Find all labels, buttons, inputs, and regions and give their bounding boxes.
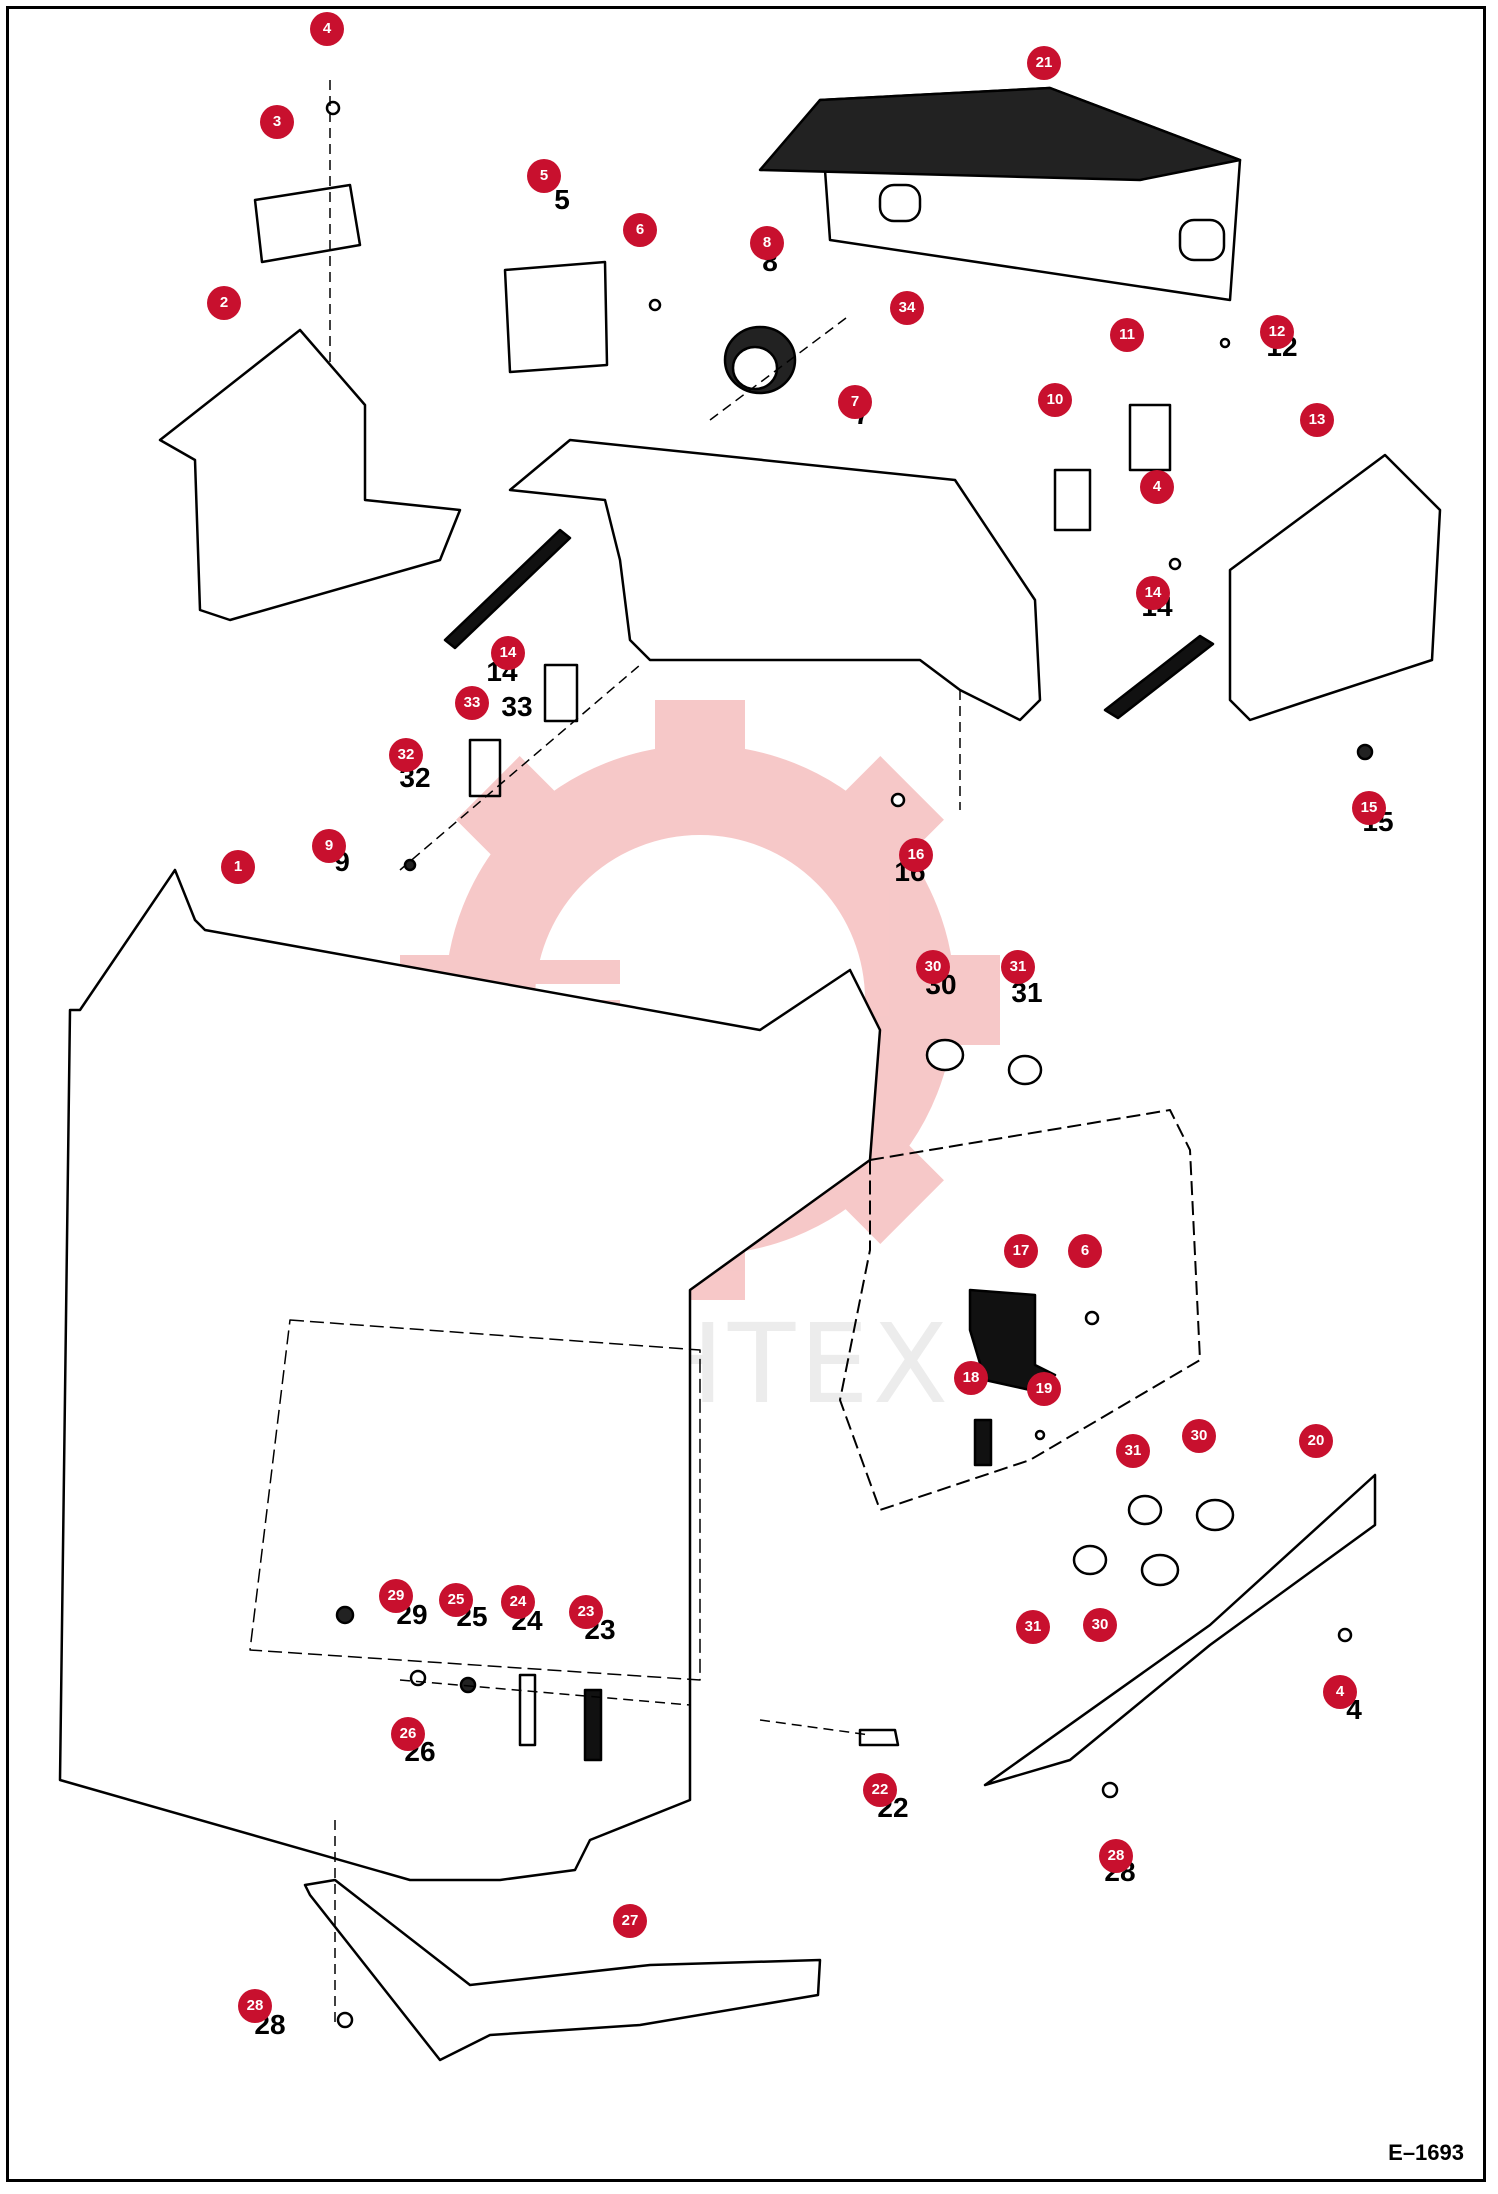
callout-32: 32 [389, 738, 423, 772]
part-5-cover [503, 260, 609, 374]
callout-30: 30 [1083, 1608, 1117, 1642]
callout-31: 31 [1116, 1434, 1150, 1468]
part-20-rail [983, 1473, 1377, 1787]
part-32-clip [468, 738, 502, 798]
part-26-nut [409, 1669, 427, 1687]
callout-14: 14 [1136, 576, 1170, 610]
callout-7: 7 [838, 385, 872, 419]
callout-26: 26 [391, 1717, 425, 1751]
callout-6: 6 [623, 213, 657, 247]
callout-30: 30 [916, 950, 950, 984]
callout-19: 19 [1027, 1372, 1061, 1406]
part-24-plate [518, 1673, 537, 1747]
callout-27: 27 [613, 1904, 647, 1938]
callout-29: 29 [379, 1579, 413, 1613]
callout-30: 30 [1182, 1419, 1216, 1453]
part-14-gasket-right [1103, 634, 1215, 720]
callout-14: 14 [491, 636, 525, 670]
callout-13: 13 [1300, 403, 1334, 437]
callout-8: 8 [750, 226, 784, 260]
part-30-bushing [925, 1038, 965, 1072]
callout-31: 31 [1016, 1610, 1050, 1644]
callout-15: 15 [1352, 791, 1386, 825]
callout-34: 34 [890, 291, 924, 325]
part-2-left-plate [158, 328, 462, 622]
part-18-strip [973, 1418, 993, 1467]
callout-4: 4 [310, 12, 344, 46]
part-7-center-frame [508, 438, 1042, 722]
part-27-bottom-bar [303, 1878, 822, 2062]
part-23-strip [583, 1688, 603, 1762]
callout-4: 4 [1140, 470, 1174, 504]
part-3-bracket [253, 183, 362, 264]
drawing-code: E–1693 [1388, 2140, 1464, 2165]
part-33-clip [543, 663, 579, 723]
callout-23: 23 [569, 1595, 603, 1629]
callout-9: 9 [312, 829, 346, 863]
callout-18: 18 [954, 1361, 988, 1395]
callout-1: 1 [221, 850, 255, 884]
part-25-washer [459, 1676, 477, 1694]
part-13-right-plate [1228, 453, 1442, 722]
callout-6: 6 [1068, 1234, 1102, 1268]
callout-21: 21 [1027, 46, 1061, 80]
callout-16: 16 [899, 838, 933, 872]
callout-4: 4 [1323, 1675, 1357, 1709]
callout-5: 5 [527, 159, 561, 193]
callout-28: 28 [238, 1989, 272, 2023]
part-22-pin [858, 1728, 900, 1747]
part-label-5: 5 [554, 184, 570, 215]
callout-12: 12 [1260, 315, 1294, 349]
callout-3: 3 [260, 105, 294, 139]
callout-20: 20 [1299, 1424, 1333, 1458]
callout-31: 31 [1001, 950, 1035, 984]
callout-17: 17 [1004, 1234, 1038, 1268]
callout-33: 33 [455, 686, 489, 720]
part-1-main-frame [58, 868, 882, 1882]
diagram-frame [6, 6, 1486, 2182]
part-8-bearing [723, 325, 797, 395]
part-11-latch [1128, 403, 1172, 472]
callout-24: 24 [501, 1585, 535, 1619]
part-1-rear-panel [839, 1109, 1201, 1511]
callout-10: 10 [1038, 383, 1072, 417]
callout-22: 22 [863, 1773, 897, 1807]
callout-2: 2 [207, 286, 241, 320]
part-label-33: 33 [501, 691, 533, 722]
part-31-bushing [1007, 1054, 1043, 1086]
callout-28: 28 [1099, 1839, 1133, 1873]
callout-25: 25 [439, 1583, 473, 1617]
part-14-gasket-left [443, 528, 572, 650]
part-29-bolt-head [335, 1605, 355, 1625]
part-10-latch [1053, 468, 1092, 532]
part-21-top-cover [758, 86, 1242, 302]
callout-11: 11 [1110, 318, 1144, 352]
